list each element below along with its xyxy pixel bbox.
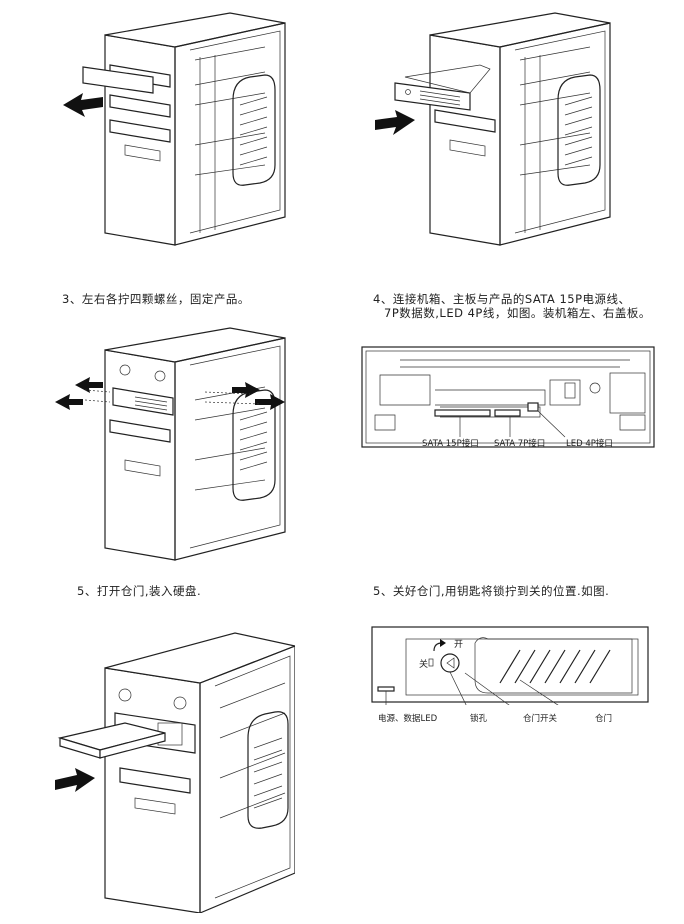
- drive-enclosure: [394, 82, 471, 111]
- label-lock-hole: 锁孔: [470, 714, 488, 724]
- label-led-4p: LED 4P接口: [566, 439, 613, 449]
- label-power-led: 电源、数据LED: [378, 714, 438, 724]
- label-door-switch: 仓门开关: [523, 714, 558, 724]
- label-open: 开: [454, 640, 464, 650]
- diagram-front-panel: [370, 625, 650, 705]
- label-sata-7p: SATA 7P接口: [494, 439, 546, 449]
- arrow-right-icon: [55, 768, 95, 792]
- diagram-fasten-screws: [55, 320, 295, 565]
- label-door: 仓门: [595, 714, 613, 724]
- step-4-text-line2: 7P数据数,LED 4P线，如图。装机箱左、右盖板。: [384, 306, 651, 320]
- diagram-remove-bay-cover: [55, 5, 295, 250]
- power-led: [377, 686, 395, 692]
- diagram-insert-hdd: [50, 628, 295, 913]
- arrow-right-icon: [375, 110, 415, 135]
- front-panel-outline: [371, 626, 649, 703]
- diagram-connectors: [360, 345, 660, 455]
- arrow-left-icon: [63, 93, 103, 117]
- step-5-open-text: 5、打开仓门,装入硬盘.: [77, 584, 202, 598]
- step-3-text: 3、左右各拧四颗螺丝，固定产品。: [62, 292, 250, 306]
- label-sata-15p: SATA 15P接口: [422, 439, 479, 449]
- bay-cover: [82, 66, 154, 94]
- enclosure-outline: [361, 346, 655, 448]
- step-5-close-text: 5、关好仓门,用钥匙将锁拧到关的位置.如图.: [373, 584, 610, 598]
- sata-7p-connector: [494, 409, 521, 417]
- led-4p-connector: [527, 402, 539, 412]
- sata-15p-connector: [434, 409, 491, 417]
- diagram-insert-product: [375, 5, 615, 250]
- label-close: 关: [419, 660, 429, 670]
- step-4-text-line1: 4、连接机箱、主板与产品的SATA 15P电源线、: [373, 292, 631, 306]
